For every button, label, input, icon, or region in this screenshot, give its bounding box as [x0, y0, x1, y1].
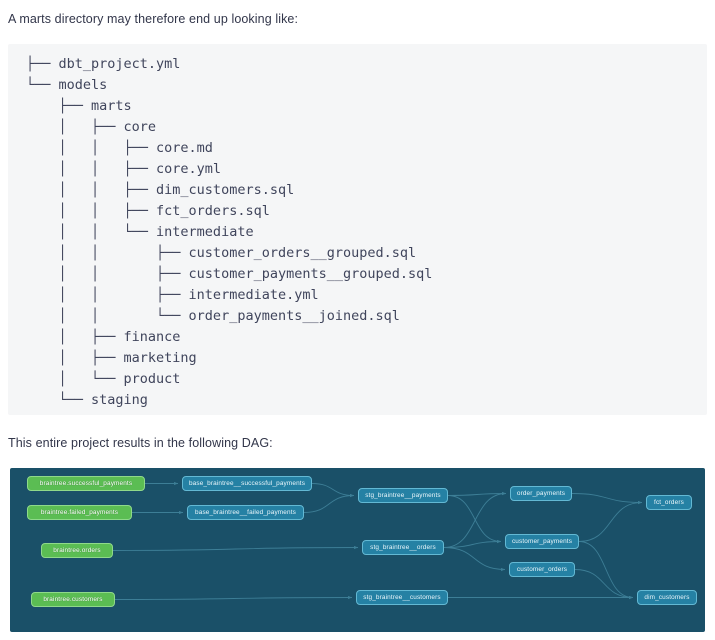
dag-edge-stg-braintree--payments-to-customer-payments	[447, 495, 502, 544]
directory-tree-content: ├── dbt_project.yml └── models ├── marts…	[26, 56, 433, 408]
dag-node-braintree-successful-payments[interactable]: braintree.successful_payments	[27, 476, 145, 491]
dag-node-order-payments[interactable]: order_payments	[510, 486, 572, 501]
dag-edge-base-braintree--failed-payments-to-stg-braintree--payments	[303, 493, 355, 513]
directory-tree-code-block: ├── dbt_project.yml └── models ├── marts…	[8, 44, 707, 415]
dag-edge-stg-braintree--payments-to-order-payments	[447, 491, 507, 496]
dag-node-braintree-failed-payments[interactable]: braintree.failed_payments	[27, 505, 132, 520]
dag-node-base-braintree--failed-payments[interactable]: base_braintree__failed_payments	[187, 505, 304, 520]
intro-paragraph: A marts directory may therefore end up l…	[8, 12, 299, 26]
dag-panel[interactable]: braintree.successful_payments braintree.f…	[10, 468, 705, 632]
dag-node-customer-orders[interactable]: customer_orders	[509, 562, 575, 577]
dag-node-stg-braintree--customers[interactable]: stg_braintree__customers	[356, 590, 448, 605]
dag-edge-braintree-customers-to-stg-braintree--customers	[114, 595, 353, 600]
dag-node-stg-braintree--orders[interactable]: stg_braintree__orders	[362, 540, 444, 555]
dag-node-fct-orders[interactable]: fct_orders	[646, 495, 692, 510]
dag-edge-layer	[112, 481, 643, 600]
dag-node-base-braintree--successful-payments[interactable]: base_braintree__successful_payments	[182, 476, 312, 491]
dag-edge-stg-braintree--orders-to-customer-orders	[443, 547, 506, 572]
dag-edge-customer-payments-to-dim-customers	[578, 541, 634, 600]
dag-node-braintree-customers[interactable]: braintree.customers	[31, 592, 115, 607]
dag-edge-order-payments-to-fct-orders	[571, 493, 643, 505]
dag-edge-stg-braintree--orders-to-customer-payments	[443, 539, 502, 548]
dag-edge-stg-braintree--orders-to-order-payments	[443, 491, 507, 548]
dag-paragraph: This entire project results in the follo…	[8, 436, 273, 450]
dag-node-braintree-orders[interactable]: braintree.orders	[41, 543, 113, 558]
dag-edge-customer-orders-to-dim-customers	[574, 569, 634, 600]
dag-node-dim-customers[interactable]: dim_customers	[637, 590, 697, 605]
dag-edge-customer-payments-to-fct-orders	[578, 500, 643, 542]
dag-edge-base-braintree--successful-payments-to-stg-braintree--payments	[311, 483, 355, 498]
dag-edge-braintree-orders-to-stg-braintree--orders	[112, 545, 359, 551]
dag-node-customer-payments[interactable]: customer_payments	[505, 534, 579, 549]
dag-node-stg-braintree--payments[interactable]: stg_braintree__payments	[358, 488, 448, 503]
